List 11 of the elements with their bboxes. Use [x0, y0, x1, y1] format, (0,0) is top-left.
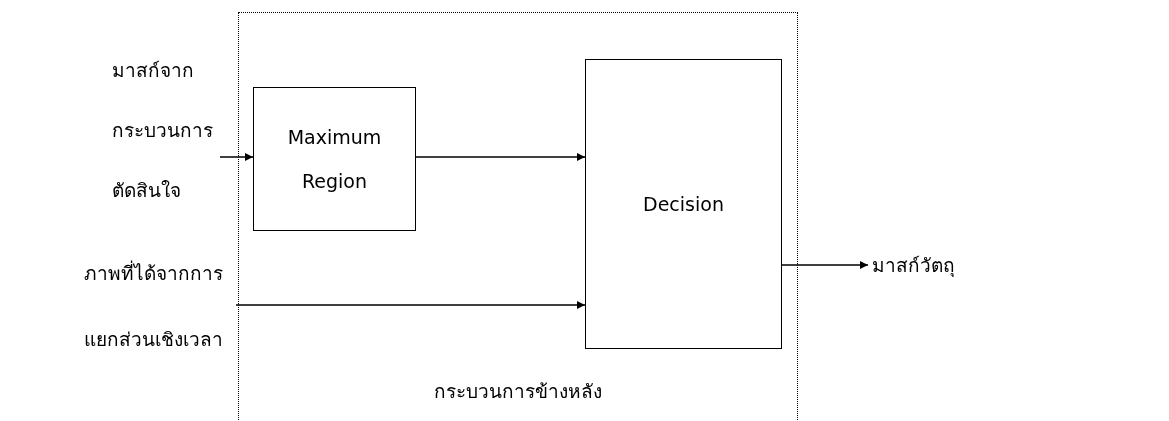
arrow [781, 261, 869, 269]
group-title: กระบวนการข้างหลัง [434, 380, 602, 402]
input-label: ภาพที่ได้จากการแยกส่วนเชิงเวลา [84, 240, 236, 370]
process-box: Maximum Region [253, 87, 416, 231]
arrow [219, 153, 254, 161]
output-label: มาสก์วัตถุ [872, 245, 992, 285]
input-label: มาสก์จากกระบวนการตัดสินใจ [112, 40, 220, 220]
dotted-boundary-box [238, 12, 798, 421]
arrow [235, 301, 586, 309]
process-box: Decision [585, 59, 782, 349]
arrow [415, 153, 586, 161]
